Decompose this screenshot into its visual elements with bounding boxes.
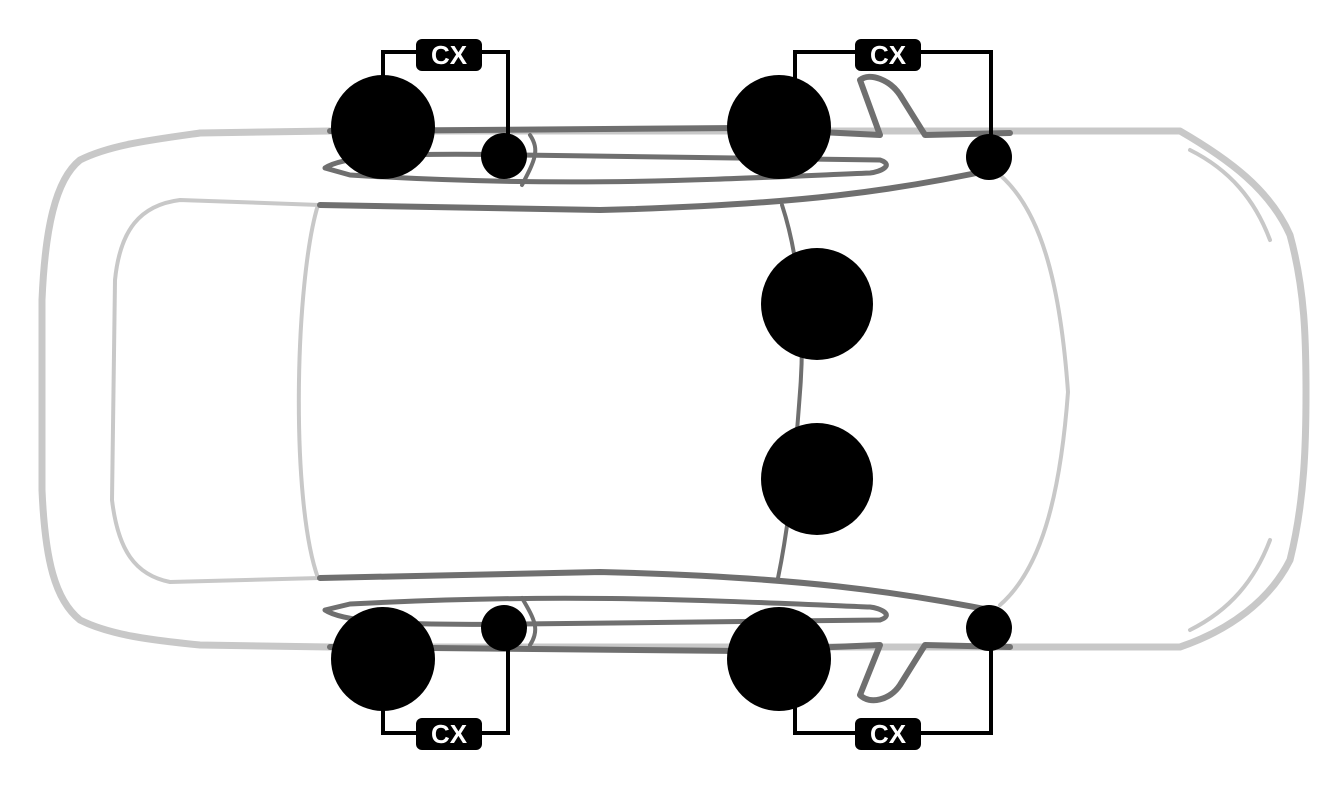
crossover-label-front-right: CX — [855, 718, 921, 750]
car-body-outline — [38, 127, 1310, 651]
crossover-box — [855, 39, 921, 71]
crossover-label-rear-right: CX — [416, 718, 482, 750]
crossover-label-front-left: CX — [855, 39, 921, 71]
front-headlight-lower — [1188, 538, 1272, 632]
crossover-box — [416, 39, 482, 71]
crossover-label-text: CX — [431, 719, 468, 749]
center-speaker-lower — [761, 423, 873, 535]
speakers — [331, 75, 1012, 711]
crossover-box — [416, 718, 482, 750]
rear-right-woofer — [331, 607, 435, 711]
bottom-door-lower-line — [317, 569, 1003, 615]
top-door-divider — [520, 133, 538, 187]
crossover-label-rear-left: CX — [416, 39, 482, 71]
center-speaker-upper — [761, 248, 873, 360]
car-interior — [317, 73, 1013, 704]
rear-pillar-line — [296, 203, 320, 580]
top-door-lower-line — [317, 165, 1003, 213]
rear-right-tweeter — [481, 605, 527, 651]
front-left-tweeter — [966, 134, 1012, 180]
crossover-label-text: CX — [870, 719, 907, 749]
rear-left-tweeter — [481, 133, 527, 179]
rear-left-woofer — [331, 75, 435, 179]
bottom-door-upper-line — [327, 642, 1013, 704]
front-right-tweeter — [966, 605, 1012, 651]
crossover-label-text: CX — [431, 40, 468, 70]
front-right-woofer — [727, 607, 831, 711]
rear-window-outline — [110, 198, 322, 584]
front-left-woofer — [727, 75, 831, 179]
bottom-door-divider — [520, 596, 538, 647]
hood-line — [998, 173, 1070, 607]
front-headlight-upper — [1188, 148, 1272, 242]
crossover-box — [855, 718, 921, 750]
crossover-label-text: CX — [870, 40, 907, 70]
car-body — [38, 127, 1310, 651]
top-door-upper-line — [327, 73, 1013, 138]
